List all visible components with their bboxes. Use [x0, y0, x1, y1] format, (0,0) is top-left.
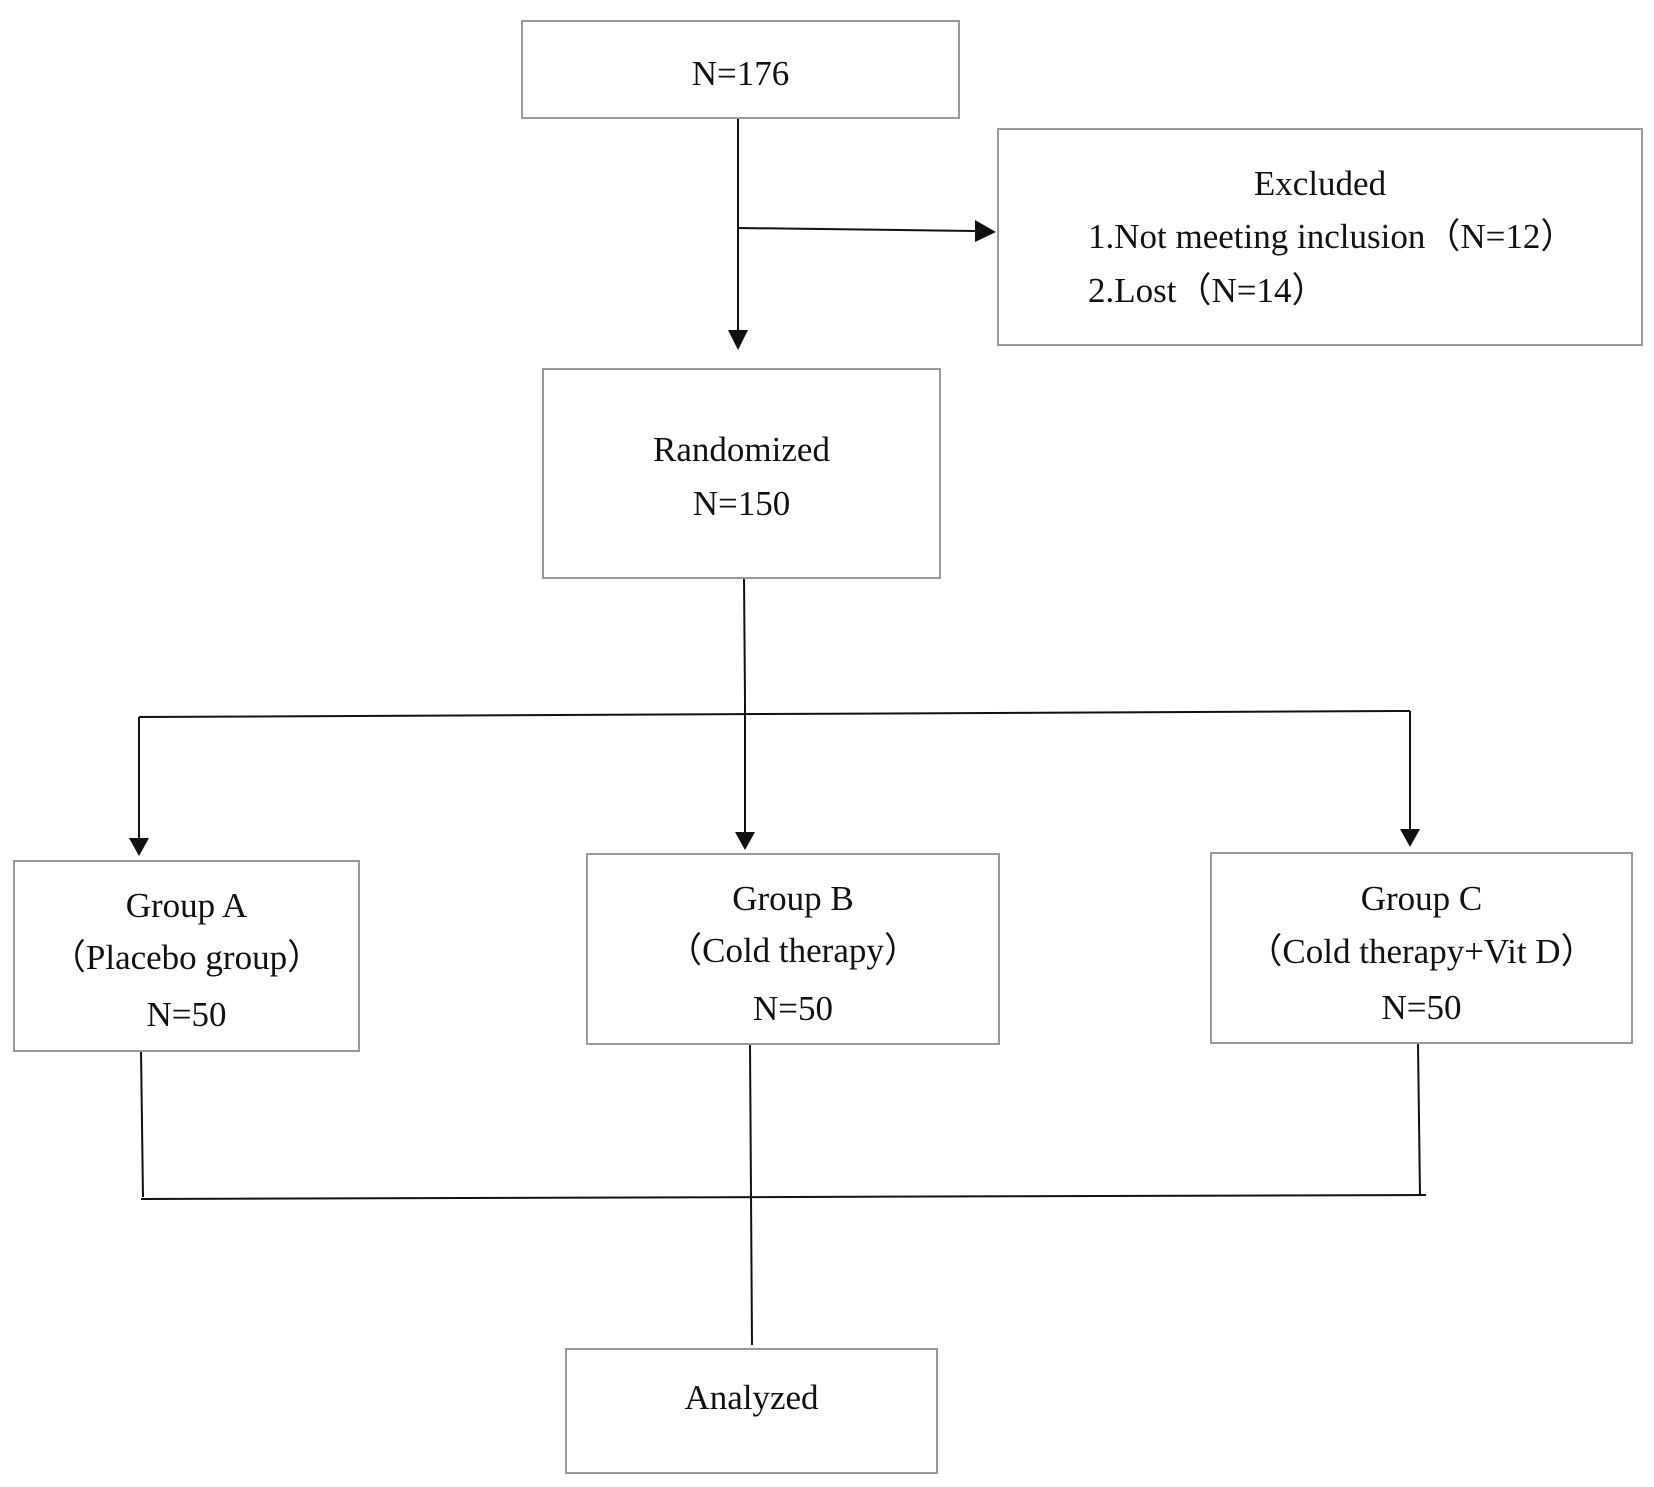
- group-b-count: N=50: [752, 989, 833, 1028]
- randomized-box: Randomized N=150: [542, 368, 941, 579]
- connector-to-excluded: [737, 227, 976, 232]
- allocation-bar: [138, 710, 1411, 718]
- group-a-name: Group A: [125, 886, 248, 925]
- connector-group-a-down: [140, 1050, 144, 1198]
- start-count: N=176: [691, 54, 790, 93]
- connector-group-c-down: [1417, 1043, 1421, 1196]
- arrowhead-group-a: [129, 838, 149, 856]
- group-b-box: Group B （Cold therapy） N=50: [586, 853, 1000, 1045]
- excluded-reason: 2.Lost（N=14）: [1088, 271, 1327, 310]
- merge-bar: [140, 1194, 1427, 1200]
- arrowhead-randomized: [728, 330, 748, 350]
- arrowhead-group-c: [1400, 829, 1420, 847]
- start-box: N=176: [521, 20, 960, 119]
- arrowhead-excluded: [975, 220, 996, 242]
- group-a-box: Group A （Placebo group） N=50: [13, 860, 360, 1052]
- excluded-title: Excluded: [1253, 164, 1387, 203]
- randomized-title: Randomized: [653, 430, 830, 469]
- group-c-name: Group C: [1360, 879, 1483, 918]
- connector-randomized-to-allocation: [743, 576, 746, 701]
- connector-group-b-to-analyzed: [749, 1043, 753, 1346]
- group-c-count: N=50: [1381, 988, 1462, 1027]
- analyzed-title: Analyzed: [684, 1378, 819, 1417]
- group-c-description: （Cold therapy+Vit D）: [1247, 932, 1596, 971]
- group-c-box: Group C （Cold therapy+Vit D） N=50: [1210, 852, 1633, 1044]
- excluded-reason: 1.Not meeting inclusion（N=12）: [1088, 217, 1576, 256]
- analyzed-box: Analyzed: [565, 1348, 938, 1474]
- group-a-count: N=50: [146, 995, 227, 1034]
- randomized-count: N=150: [692, 484, 791, 523]
- group-b-name: Group B: [732, 879, 854, 918]
- group-b-description: （Cold therapy）: [667, 931, 919, 970]
- excluded-box: Excluded 1.Not meeting inclusion（N=12） 2…: [997, 128, 1643, 346]
- arrowhead-group-b: [735, 832, 755, 850]
- group-a-description: （Placebo group）: [50, 938, 323, 977]
